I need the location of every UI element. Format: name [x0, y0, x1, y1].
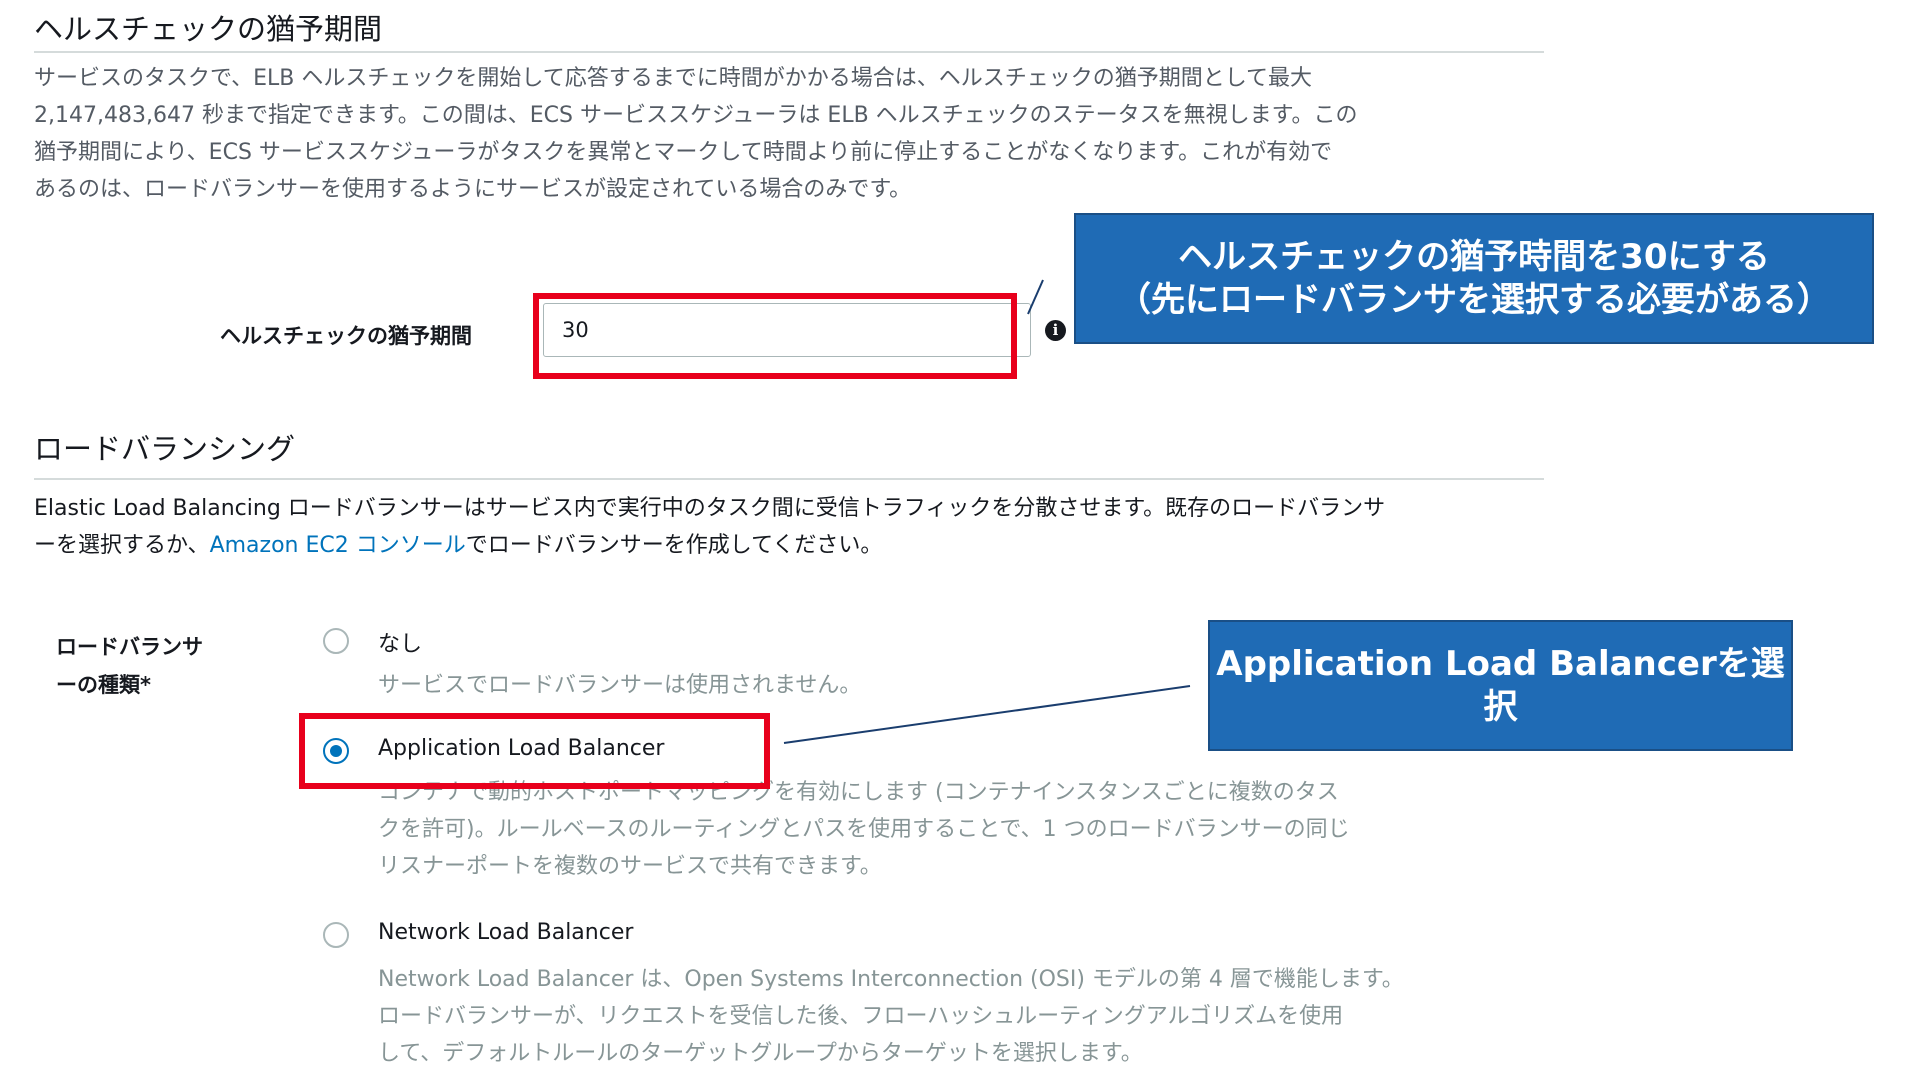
label-line: ーの種類*	[56, 673, 151, 697]
description-line: クを許可)。ルールベースのルーティングとパスを使用することで、1 つのロードバラ…	[378, 817, 1350, 842]
load-balancing-description: Elastic Load Balancing ロードバランサーはサービス内で実行…	[34, 490, 1554, 564]
callout-application-load-balancer: Application Load Balancerを選 択	[1208, 620, 1793, 751]
highlight-box-application-load-balancer	[299, 713, 770, 789]
health-check-section-title: ヘルスチェックの猶予期間	[34, 12, 383, 46]
description-line: Elastic Load Balancing ロードバランサーはサービス内で実行…	[34, 496, 1386, 521]
health-check-field-label: ヘルスチェックの猶予期間	[220, 324, 472, 348]
option-description-network-load-balancer: Network Load Balancer は、Open Systems Int…	[378, 961, 1404, 1072]
health-check-description: サービスのタスクで、ELB ヘルスチェックを開始して応答するまでに時間がかかる場…	[34, 60, 1554, 208]
radio-none[interactable]	[323, 628, 349, 654]
description-line: 猶予期間により、ECS サービススケジューラがタスクを異常とマークして時間より前…	[34, 140, 1333, 165]
section-divider	[34, 51, 1544, 53]
label-line: ロードバランサ	[56, 635, 203, 659]
option-label-application-load-balancer[interactable]: Application Load Balancer	[378, 736, 665, 761]
description-line: ロードバランサーが、リクエストを受信した後、フローハッシュルーティングアルゴリズ…	[378, 1004, 1344, 1029]
radio-application-load-balancer[interactable]	[323, 738, 349, 764]
description-line: リスナーポートを複数のサービスで共有できます。	[378, 854, 882, 879]
section-divider	[34, 478, 1544, 480]
radio-network-load-balancer[interactable]	[323, 922, 349, 948]
info-icon[interactable]: i	[1045, 320, 1066, 341]
callout-line: Application Load Balancerを選	[1216, 643, 1785, 684]
description-text: ーを選択するか、	[34, 533, 210, 558]
ec2-console-link[interactable]: Amazon EC2 コンソール	[209, 533, 466, 558]
callout-line: ヘルスチェックの猶予時間を30にする	[1178, 236, 1770, 277]
description-line: して、デフォルトルールのターゲットグループからターゲットを選択します。	[378, 1041, 1143, 1066]
description-line: Network Load Balancer は、Open Systems Int…	[378, 967, 1404, 992]
description-line: あるのは、ロードバランサーを使用するようにサービスが設定されている場合のみです。	[34, 177, 912, 202]
option-label-network-load-balancer[interactable]: Network Load Balancer	[378, 920, 634, 945]
description-text: でロードバランサーを作成してください。	[465, 533, 883, 558]
load-balancing-section-title: ロードバランシング	[34, 432, 296, 466]
highlight-box-health-check	[533, 293, 1017, 379]
callout-health-check: ヘルスチェックの猶予時間を30にする （先にロードバランサを選択する必要がある）	[1074, 213, 1874, 344]
health-check-grace-period-input[interactable]	[543, 303, 1031, 357]
option-label-none[interactable]: なし	[378, 632, 423, 657]
description-line: サービスのタスクで、ELB ヘルスチェックを開始して応答するまでに時間がかかる場…	[34, 66, 1313, 91]
option-description-application-load-balancer: コンテナで動的ホストポートマッピングを有効にします (コンテナインスタンスごとに…	[378, 774, 1350, 885]
option-description-none: サービスでロードバランサーは使用されません。	[378, 667, 861, 704]
description-line: ーを選択するか、Amazon EC2 コンソールでロードバランサーを作成してくだ…	[34, 527, 1554, 564]
description-line: サービスでロードバランサーは使用されません。	[378, 673, 862, 698]
load-balancer-type-label: ロードバランサ ーの種類*	[56, 628, 203, 704]
description-line: 2,147,483,647 秒まで指定できます。この間は、ECS サービススケジ…	[34, 103, 1358, 128]
callout-line: （先にロードバランサを選択する必要がある）	[1117, 279, 1831, 320]
callout-line: 択	[1483, 686, 1518, 727]
